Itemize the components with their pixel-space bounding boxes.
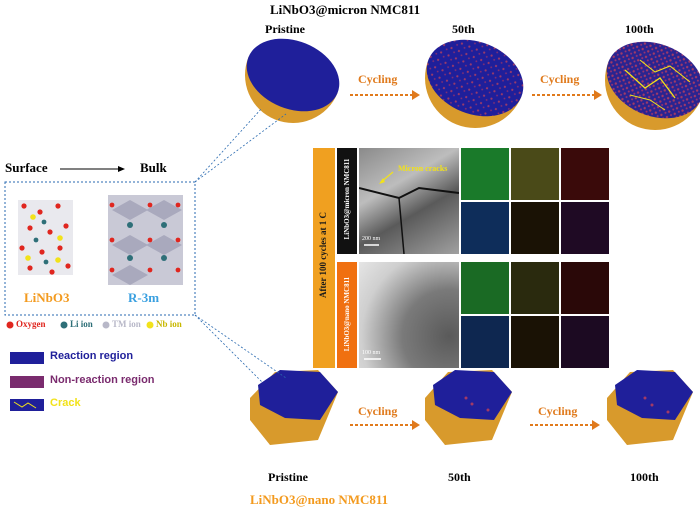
micron-tem-image xyxy=(359,148,459,254)
eds-micron-blue xyxy=(461,202,509,254)
eds-nano-green xyxy=(461,262,509,314)
nano-panel-label: LiNbO3@nano NMC811 xyxy=(343,276,351,352)
nb-ion-dot xyxy=(146,321,154,329)
tm-ion-dot xyxy=(102,321,110,329)
eds-nano-yellow xyxy=(511,262,559,314)
bottom-title: LiNbO3@nano NMC811 xyxy=(250,492,389,507)
particle-100th-bottom xyxy=(607,370,693,445)
reaction-swatch xyxy=(10,352,44,364)
nb-ion-label: Nb ion xyxy=(156,319,182,329)
surface-bulk-arrow xyxy=(60,166,125,172)
linbo3-structure xyxy=(18,200,73,275)
crystal-box xyxy=(4,181,196,316)
cycling-label-top-1: Cycling xyxy=(358,72,398,86)
arrow-bottom-1 xyxy=(350,420,420,430)
micron-panel-label: LiNbO3@micron NMC811 xyxy=(343,158,351,240)
scale-nano: 100 nm xyxy=(362,350,381,356)
nano-label-column xyxy=(337,262,357,368)
r3m-structure xyxy=(108,195,183,285)
arrow-top-2 xyxy=(532,90,602,100)
linbo3-label: LiNbO3 xyxy=(24,290,70,305)
vertical-banner xyxy=(313,148,335,368)
micron-label-column xyxy=(337,148,357,254)
r3m-label: R-3m xyxy=(128,290,160,305)
eds-micron-orange xyxy=(511,202,559,254)
surface-label: Surface xyxy=(5,160,48,175)
li-ion-label: Li ion xyxy=(70,319,93,329)
li-ion-dot xyxy=(60,321,68,329)
nano-tem-image xyxy=(359,262,459,368)
eds-micron-purple xyxy=(561,202,609,254)
eds-nano-blue xyxy=(461,316,509,368)
oxygen-label: Oxygen xyxy=(16,319,46,329)
eds-nano-orange xyxy=(511,316,559,368)
stage-50th-top: 50th xyxy=(452,22,475,36)
particle-50th-bottom xyxy=(425,370,512,445)
hemisphere-pristine-top xyxy=(245,38,340,123)
cycling-label-bottom-1: Cycling xyxy=(358,404,398,418)
non-reaction-label: Non-reaction region xyxy=(50,374,155,386)
reaction-label: Reaction region xyxy=(50,350,134,362)
stage-pristine-bottom: Pristine xyxy=(268,470,308,484)
arrow-bottom-2 xyxy=(530,420,600,430)
hemisphere-100th-top xyxy=(605,41,700,130)
stage-50th-bottom: 50th xyxy=(448,470,471,484)
cycling-label-top-2: Cycling xyxy=(540,72,580,86)
top-title: LiNbO3@micron NMC811 xyxy=(270,2,421,17)
eds-nano-purple xyxy=(561,316,609,368)
stage-100th-top: 100th xyxy=(625,22,654,36)
stage-100th-bottom: 100th xyxy=(630,470,659,484)
eds-micron-red xyxy=(561,148,609,200)
cycling-label-bottom-2: Cycling xyxy=(538,404,578,418)
stage-pristine-top: Pristine xyxy=(265,22,305,36)
oxygen-dot xyxy=(6,321,14,329)
projection-lines xyxy=(194,107,287,383)
bulk-label: Bulk xyxy=(140,160,167,175)
crack-label: Crack xyxy=(50,397,81,409)
eds-nano-red xyxy=(561,262,609,314)
particle-pristine-bottom xyxy=(250,370,338,445)
crack-icon xyxy=(13,401,37,409)
eds-micron-green xyxy=(461,148,509,200)
scale-micron: 200 nm xyxy=(362,236,381,242)
eds-micron-yellow xyxy=(511,148,559,200)
micron-annotation: Micron cracks xyxy=(398,164,448,173)
arrow-top-1 xyxy=(350,90,420,100)
vertical-label: After 100 cycles at 1 C xyxy=(318,211,328,299)
non-reaction-swatch xyxy=(10,376,44,388)
tm-ion-label: TM ion xyxy=(112,319,141,329)
hemisphere-50th-top xyxy=(425,39,524,128)
crack-swatch xyxy=(10,399,44,411)
